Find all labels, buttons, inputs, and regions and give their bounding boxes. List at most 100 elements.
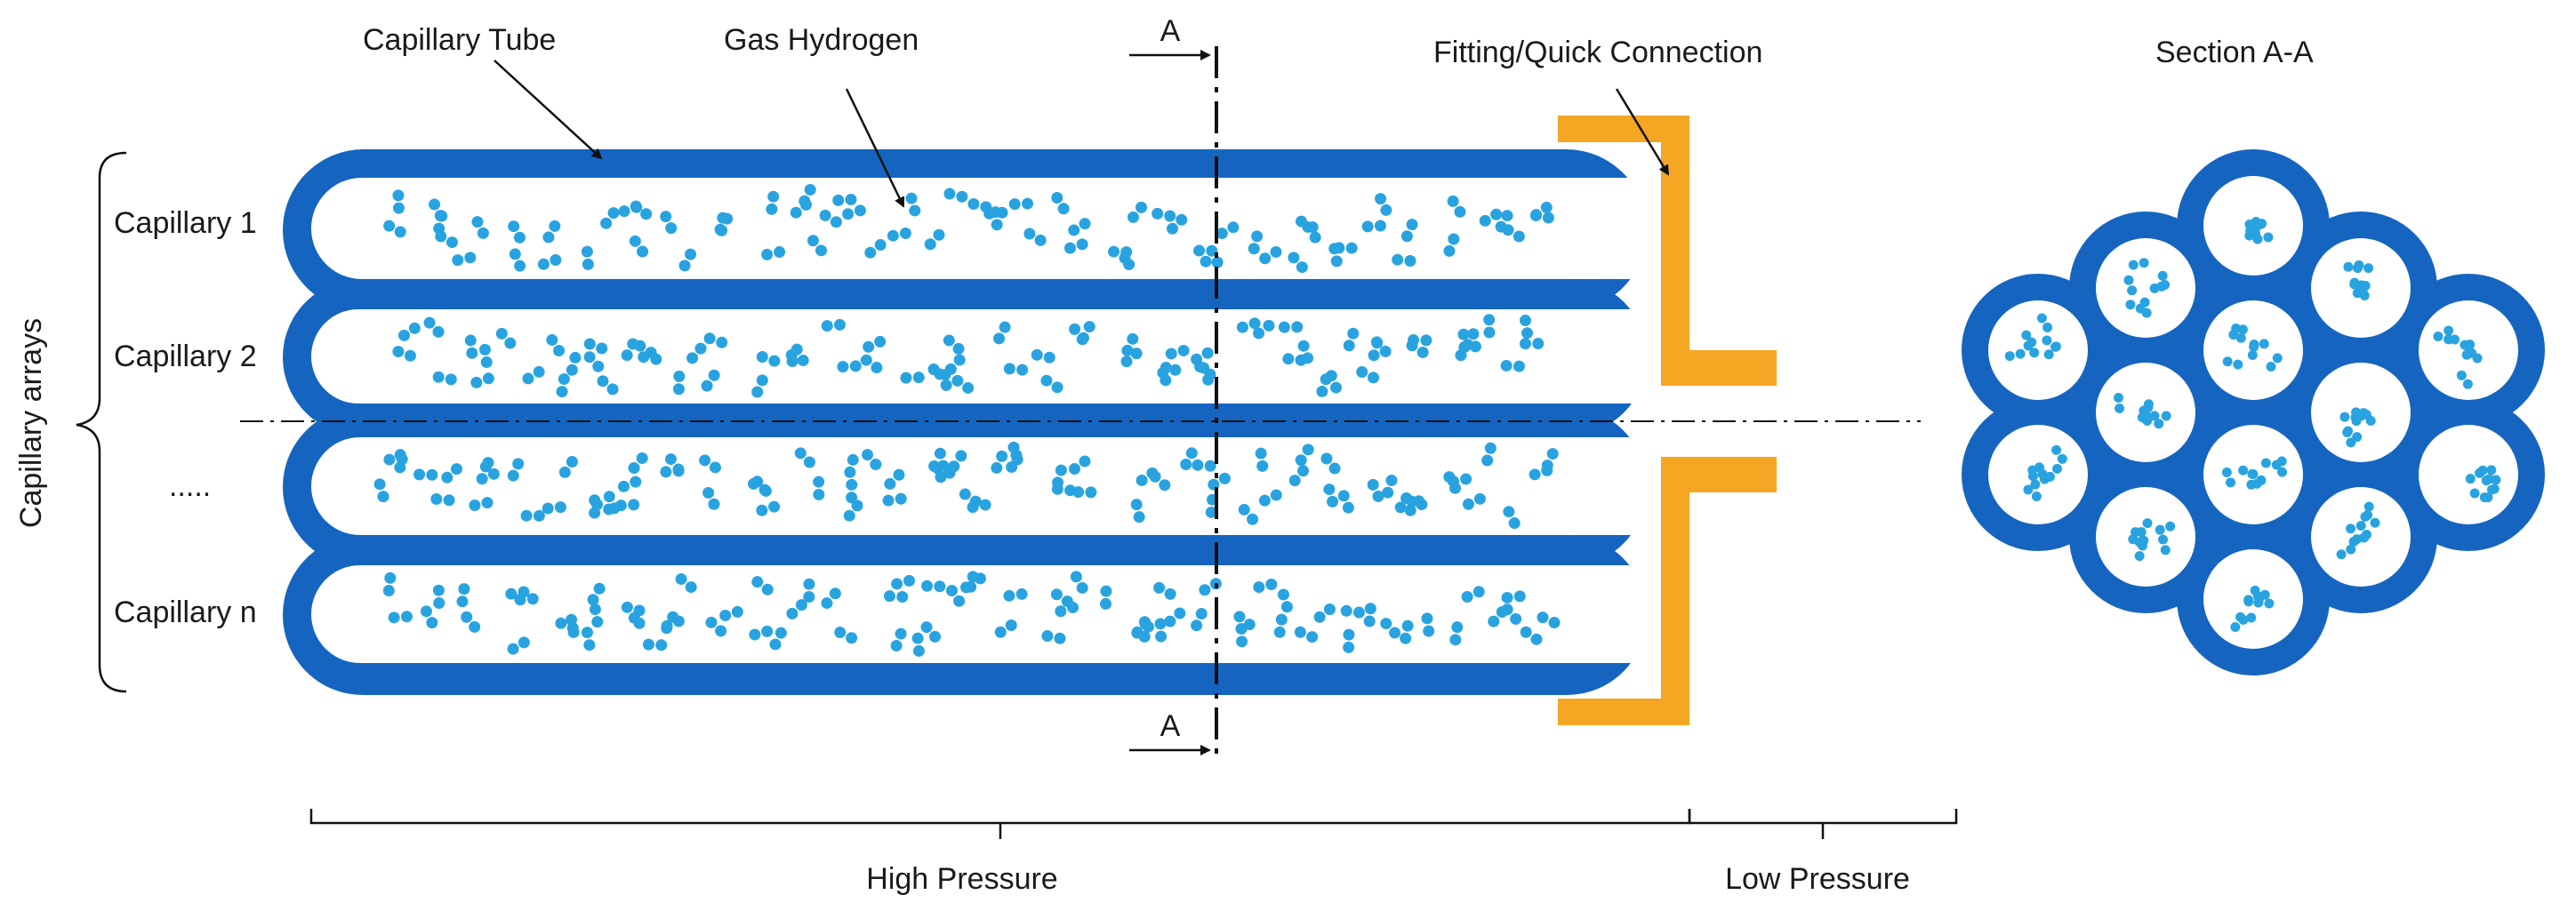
hydrogen-atom: [555, 617, 567, 629]
hydrogen-atom: [1278, 321, 1290, 333]
hydrogen-atom: [1372, 490, 1384, 502]
hydrogen-atom: [1520, 626, 1532, 638]
hydrogen-atom: [870, 459, 882, 471]
hydrogen-molecule: [2036, 313, 2053, 332]
hydrogen-atom: [642, 638, 654, 651]
hydrogen-molecule: [469, 497, 494, 511]
hydrogen-molecule: [628, 452, 648, 475]
hydrogen-atom: [851, 499, 863, 512]
hydrogen-atom: [2221, 467, 2232, 477]
hydrogen-atom: [2125, 300, 2136, 310]
hydrogen-atom: [2160, 280, 2171, 291]
hydrogen-atom: [2472, 353, 2483, 364]
hydrogen-molecule: [1192, 459, 1216, 472]
hydrogen-atom: [1077, 332, 1089, 344]
hydrogen-atom: [991, 461, 1003, 474]
hydrogen-atom: [1070, 571, 1082, 583]
hydrogen-atom: [2235, 332, 2246, 343]
hydrogen-atom: [1068, 224, 1080, 236]
hydrogen-atom: [1258, 494, 1271, 507]
hydrogen-atom: [445, 236, 458, 249]
hydrogen-atom: [1050, 588, 1063, 601]
hydrogen-molecule: [1421, 612, 1435, 637]
hydrogen-atom: [2139, 258, 2149, 268]
hydrogen-atom: [2253, 597, 2264, 608]
high-pressure-brace: [309, 809, 1691, 839]
hydrogen-molecule: [1356, 366, 1380, 384]
hydrogen-molecule: [1031, 348, 1055, 364]
hydrogen-molecule: [842, 204, 866, 220]
hydrogen-molecule: [891, 574, 915, 590]
hydrogen-atom: [1309, 231, 1321, 244]
hydrogen-atom: [2233, 359, 2243, 370]
hydrogen-atom: [2363, 501, 2374, 512]
hydrogen-atom: [664, 453, 677, 466]
hydrogen-molecule: [678, 248, 697, 272]
hydrogen-atom: [1136, 474, 1148, 486]
hydrogen-molecule: [2246, 475, 2267, 490]
hydrogen-atom: [2352, 534, 2363, 545]
hydrogen-atom: [716, 336, 728, 348]
section-tube-bore: [2203, 549, 2303, 649]
hydrogen-atom: [862, 449, 874, 461]
hydrogen-atom: [846, 491, 858, 504]
hydrogen-molecule: [1302, 220, 1321, 244]
hydrogen-molecule: [846, 478, 858, 504]
hydrogen-atom: [589, 494, 601, 507]
hydrogen-molecule: [751, 475, 772, 497]
hydrogen-atom: [504, 337, 517, 349]
hydrogen-atom: [630, 201, 643, 213]
hydrogen-atom: [456, 595, 469, 608]
hydrogen-atom: [2042, 335, 2052, 346]
hydrogen-atom: [397, 329, 410, 341]
hydrogen-atom: [2157, 534, 2168, 545]
hydrogen-atom: [1337, 490, 1350, 502]
hydrogen-atom: [2343, 261, 2354, 272]
hydrogen-atom: [1015, 587, 1028, 600]
hydrogen-atom: [799, 198, 812, 211]
hydrogen-atom: [2154, 419, 2164, 429]
hydrogen-atom: [863, 340, 875, 353]
hydrogen-atom: [1320, 452, 1333, 465]
hydrogen-atom: [1302, 220, 1314, 233]
hydrogen-molecule: [686, 342, 707, 364]
hydrogen-molecule: [397, 322, 421, 341]
hydrogen-atom: [705, 616, 718, 628]
hydrogen-atom: [533, 365, 545, 378]
capillary-tube-label: Capillary Tube: [363, 23, 556, 57]
hydrogen-molecule: [1216, 221, 1240, 240]
hydrogen-molecule: [1343, 628, 1355, 653]
hydrogen-atom: [2050, 341, 2061, 352]
hydrogen-atom: [2246, 612, 2257, 623]
hydrogen-molecule: [1467, 328, 1481, 353]
capillary-bore-2: [311, 309, 1681, 404]
hydrogen-atom: [2256, 475, 2267, 485]
hydrogen-atom: [1194, 361, 1207, 373]
hydrogen-atom: [2043, 349, 2054, 360]
hydrogen-atom: [1454, 205, 1466, 218]
hydrogen-atom: [1302, 444, 1314, 456]
hydrogen-molecule: [2128, 534, 2149, 546]
hydrogen-atom: [2346, 437, 2356, 448]
hydrogen-atom: [1270, 245, 1282, 258]
hydrogen-molecule: [392, 346, 416, 362]
hydrogen-molecule: [2235, 611, 2257, 623]
hydrogen-atom: [2023, 340, 2034, 351]
hydrogen-molecule: [1404, 499, 1428, 516]
hydrogen-molecule: [456, 583, 470, 608]
fitting-label: Fitting/Quick Connection: [1433, 36, 1762, 69]
hydrogen-atom: [606, 383, 619, 396]
hydrogen-atom: [821, 597, 833, 610]
hydrogen-atom: [2250, 227, 2260, 237]
hydrogen-atom: [660, 466, 672, 478]
hydrogen-atom: [452, 254, 464, 267]
hydrogen-atom: [2257, 219, 2267, 229]
hydrogen-atom: [546, 333, 558, 346]
hydrogen-atom: [896, 591, 909, 603]
hydrogen-molecule: [2336, 544, 2356, 560]
hydrogen-atom: [1340, 604, 1352, 617]
hydrogen-atom: [1416, 346, 1429, 358]
hydrogen-atom: [1248, 243, 1260, 255]
hydrogen-atom: [1462, 498, 1474, 510]
high-pressure-label: High Pressure: [866, 862, 1057, 896]
